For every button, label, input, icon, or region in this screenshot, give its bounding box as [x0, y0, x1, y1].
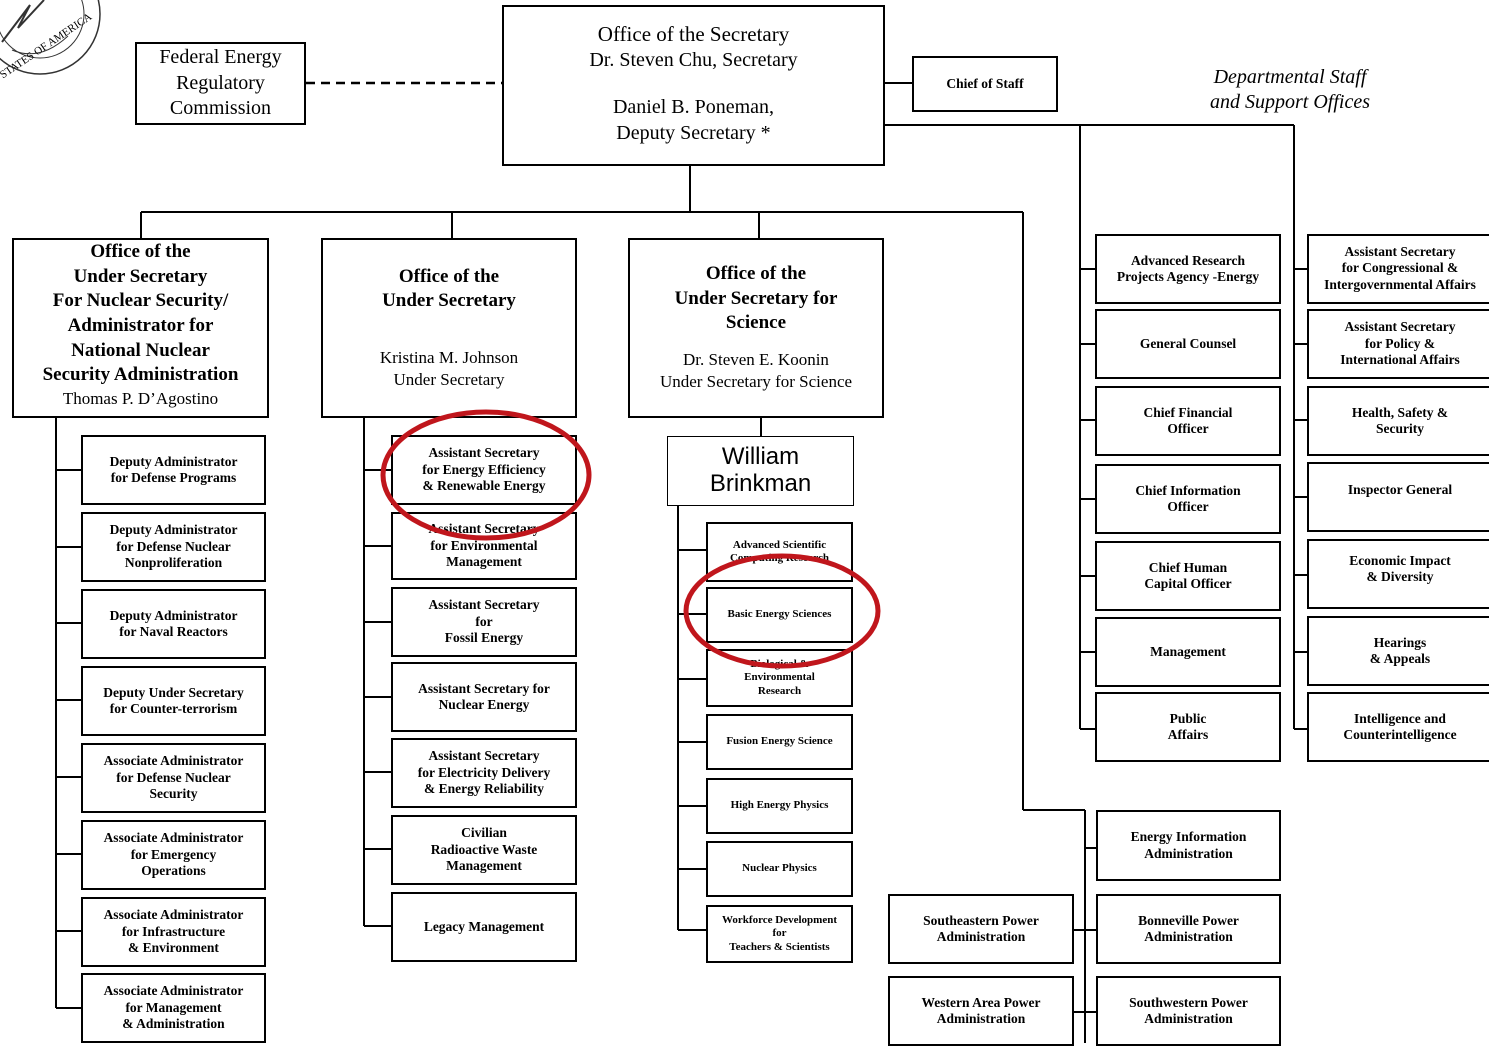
science-item: Advanced Scientific Computing Research: [706, 522, 853, 582]
ferc-box: Federal Energy Regulatory Commission: [135, 42, 306, 125]
staff-office: Assistant Secretary for Policy & Interna…: [1307, 309, 1489, 379]
science-item: Basic Energy Sciences: [706, 587, 853, 643]
staff-office: Intelligence and Counterintelligence: [1307, 692, 1489, 762]
science-item: High Energy Physics: [706, 778, 853, 834]
staff-office: Advanced Research Projects Agency -Energ…: [1095, 234, 1281, 304]
under-secretary-title: Office of the Under Secretary: [382, 265, 516, 311]
doe-seal: [0, 0, 101, 75]
under-secretary-name: Kristina M. Johnson Under Secretary: [379, 348, 519, 390]
under-secretary-nnsa-box: Office of the Under Secretary For Nuclea…: [12, 238, 269, 418]
under-secretary-box: Office of the Under Secretary Kristina M…: [321, 238, 577, 418]
staff-office: Chief Human Capital Officer: [1095, 541, 1281, 611]
assistant-secretary-eere: Assistant Secretary for Energy Efficienc…: [391, 435, 577, 505]
legacy-management: Legacy Management: [391, 892, 577, 962]
energy-information-administration: Energy Information Administration: [1096, 810, 1281, 881]
chief-of-staff-box: Chief of Staff: [912, 56, 1058, 112]
william-brinkman-box: William Brinkman: [667, 436, 854, 506]
nnsa-item: Deputy Administrator for Naval Reactors: [81, 589, 266, 659]
western-area-power-administration: Western Area Power Administration: [888, 976, 1074, 1046]
assistant-secretary-em: Assistant Secretary for Environmental Ma…: [391, 512, 577, 580]
staff-office: General Counsel: [1095, 309, 1281, 379]
science-item: Nuclear Physics: [706, 841, 853, 897]
nnsa-item: Associate Administrator for Management &…: [81, 973, 266, 1043]
staff-office: Chief Financial Officer: [1095, 386, 1281, 456]
staff-office: Public Affairs: [1095, 692, 1281, 762]
staff-office: Management: [1095, 617, 1281, 687]
nnsa-item: Associate Administrator for Defense Nucl…: [81, 743, 266, 813]
nnsa-item: Associate Administrator for Emergency Op…: [81, 820, 266, 890]
bonneville-power-administration: Bonneville Power Administration: [1096, 894, 1281, 964]
secretary-box: Office of the Secretary Dr. Steven Chu, …: [502, 5, 885, 166]
southwestern-power-administration: Southwestern Power Administration: [1096, 976, 1281, 1046]
staff-office: Economic Impact & Diversity: [1307, 539, 1489, 609]
science-name: Dr. Steven E. Koonin Under Secretary for…: [659, 350, 853, 392]
staff-office: Hearings & Appeals: [1307, 616, 1489, 686]
staff-heading: Departmental Staff and Support Offices: [1210, 66, 1370, 113]
nnsa-name: Thomas P. D’Agostino: [62, 389, 219, 409]
science-item: Biological & Environmental Research: [706, 649, 853, 707]
nnsa-title: Office of the Under Secretary For Nuclea…: [42, 241, 239, 386]
nnsa-item: Deputy Administrator for Defense Nuclear…: [81, 512, 266, 582]
southeastern-power-administration: Southeastern Power Administration: [888, 894, 1074, 964]
science-item: Fusion Energy Science: [706, 714, 853, 770]
civilian-radioactive-waste: Civilian Radioactive Waste Management: [391, 815, 577, 885]
secretary-office-title: Office of the Secretary: [597, 22, 790, 46]
science-item: Workforce Development for Teachers & Sci…: [706, 905, 853, 963]
assistant-secretary-oe: Assistant Secretary for Electricity Deli…: [391, 738, 577, 808]
deputy-secretary: Daniel B. Poneman, Deputy Secretary *: [612, 96, 775, 145]
staff-office: Inspector General: [1307, 462, 1489, 532]
under-secretary-science-box: Office of the Under Secretary for Scienc…: [628, 238, 884, 418]
staff-office: Assistant Secretary for Congressional & …: [1307, 234, 1489, 304]
secretary-name: Dr. Steven Chu, Secretary: [589, 48, 798, 71]
nnsa-item: Associate Administrator for Infrastructu…: [81, 897, 266, 967]
assistant-secretary-fe: Assistant Secretary for Fossil Energy: [391, 587, 577, 657]
staff-office: Health, Safety & Security: [1307, 386, 1489, 456]
nnsa-item: Deputy Administrator for Defense Program…: [81, 435, 266, 505]
science-title: Office of the Under Secretary for Scienc…: [674, 263, 838, 334]
staff-office: Chief Information Officer: [1095, 464, 1281, 534]
nnsa-item: Deputy Under Secretary for Counter-terro…: [81, 666, 266, 736]
assistant-secretary-ne: Assistant Secretary for Nuclear Energy: [391, 662, 577, 732]
